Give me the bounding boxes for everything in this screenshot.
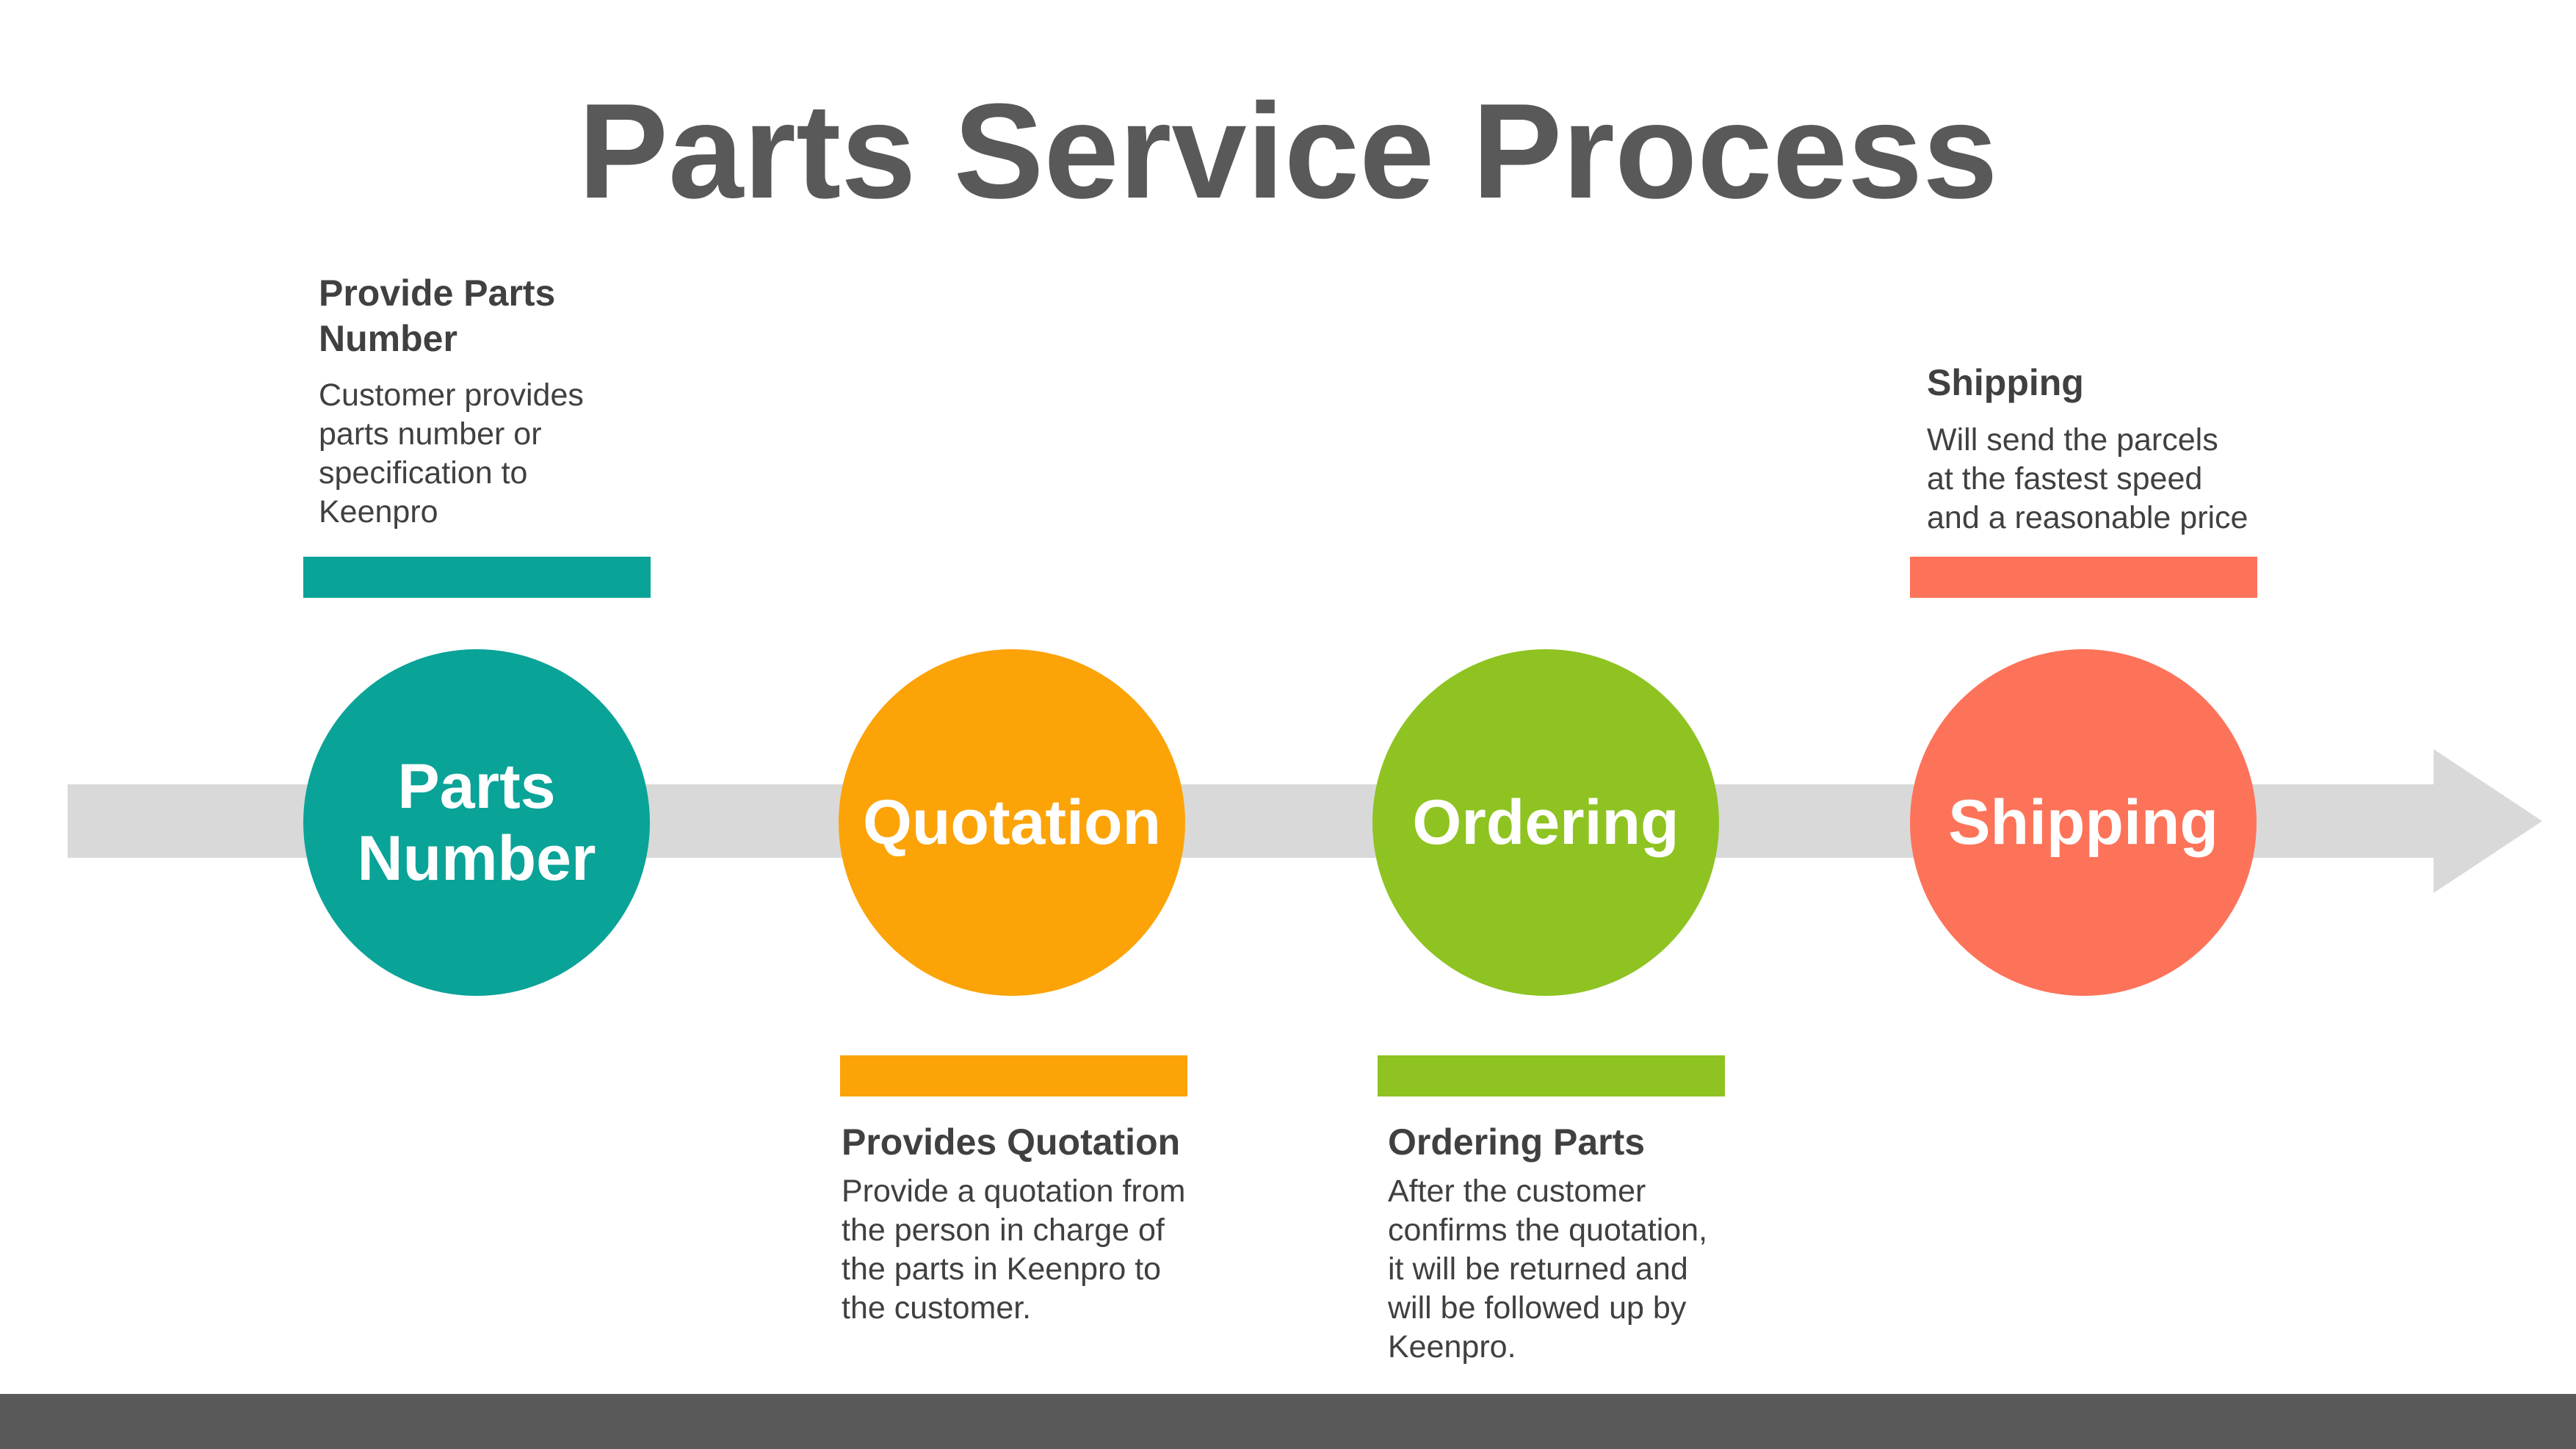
step-2-description: Provide a quotation from the person in c… (842, 1174, 1186, 1326)
step-1-circle-label: Parts Number (357, 751, 596, 894)
step-1-accent-bar (303, 557, 651, 598)
step-3-accent-bar (1378, 1055, 1725, 1096)
step-3-circle (1372, 649, 1719, 996)
step-1-circle (303, 649, 650, 996)
step-4-circle-label: Shipping (1948, 787, 2218, 858)
step-1-description: Customer provides parts number or specif… (319, 377, 584, 530)
timeline-arrow-head (2434, 749, 2542, 893)
step-2-circle (839, 649, 1185, 996)
step-4-description: Will send the parcels at the fastest spe… (1927, 422, 2248, 535)
step-4-circle (1910, 649, 2257, 996)
step-1-heading: Provide Parts Number (319, 272, 556, 359)
step-4-accent-bar (1910, 557, 2257, 598)
page-title: Parts Service Process (578, 75, 1998, 226)
step-2-heading: Provides Quotation (842, 1121, 1181, 1163)
step-3-circle-label: Ordering (1412, 787, 1679, 858)
footer-bar (0, 1394, 2576, 1449)
step-3-description: After the customer confirms the quotatio… (1388, 1174, 1708, 1365)
step-3-heading: Ordering Parts (1388, 1121, 1646, 1163)
step-2-circle-label: Quotation (862, 787, 1162, 858)
step-4-heading: Shipping (1927, 362, 2084, 403)
step-2-accent-bar (840, 1055, 1187, 1096)
